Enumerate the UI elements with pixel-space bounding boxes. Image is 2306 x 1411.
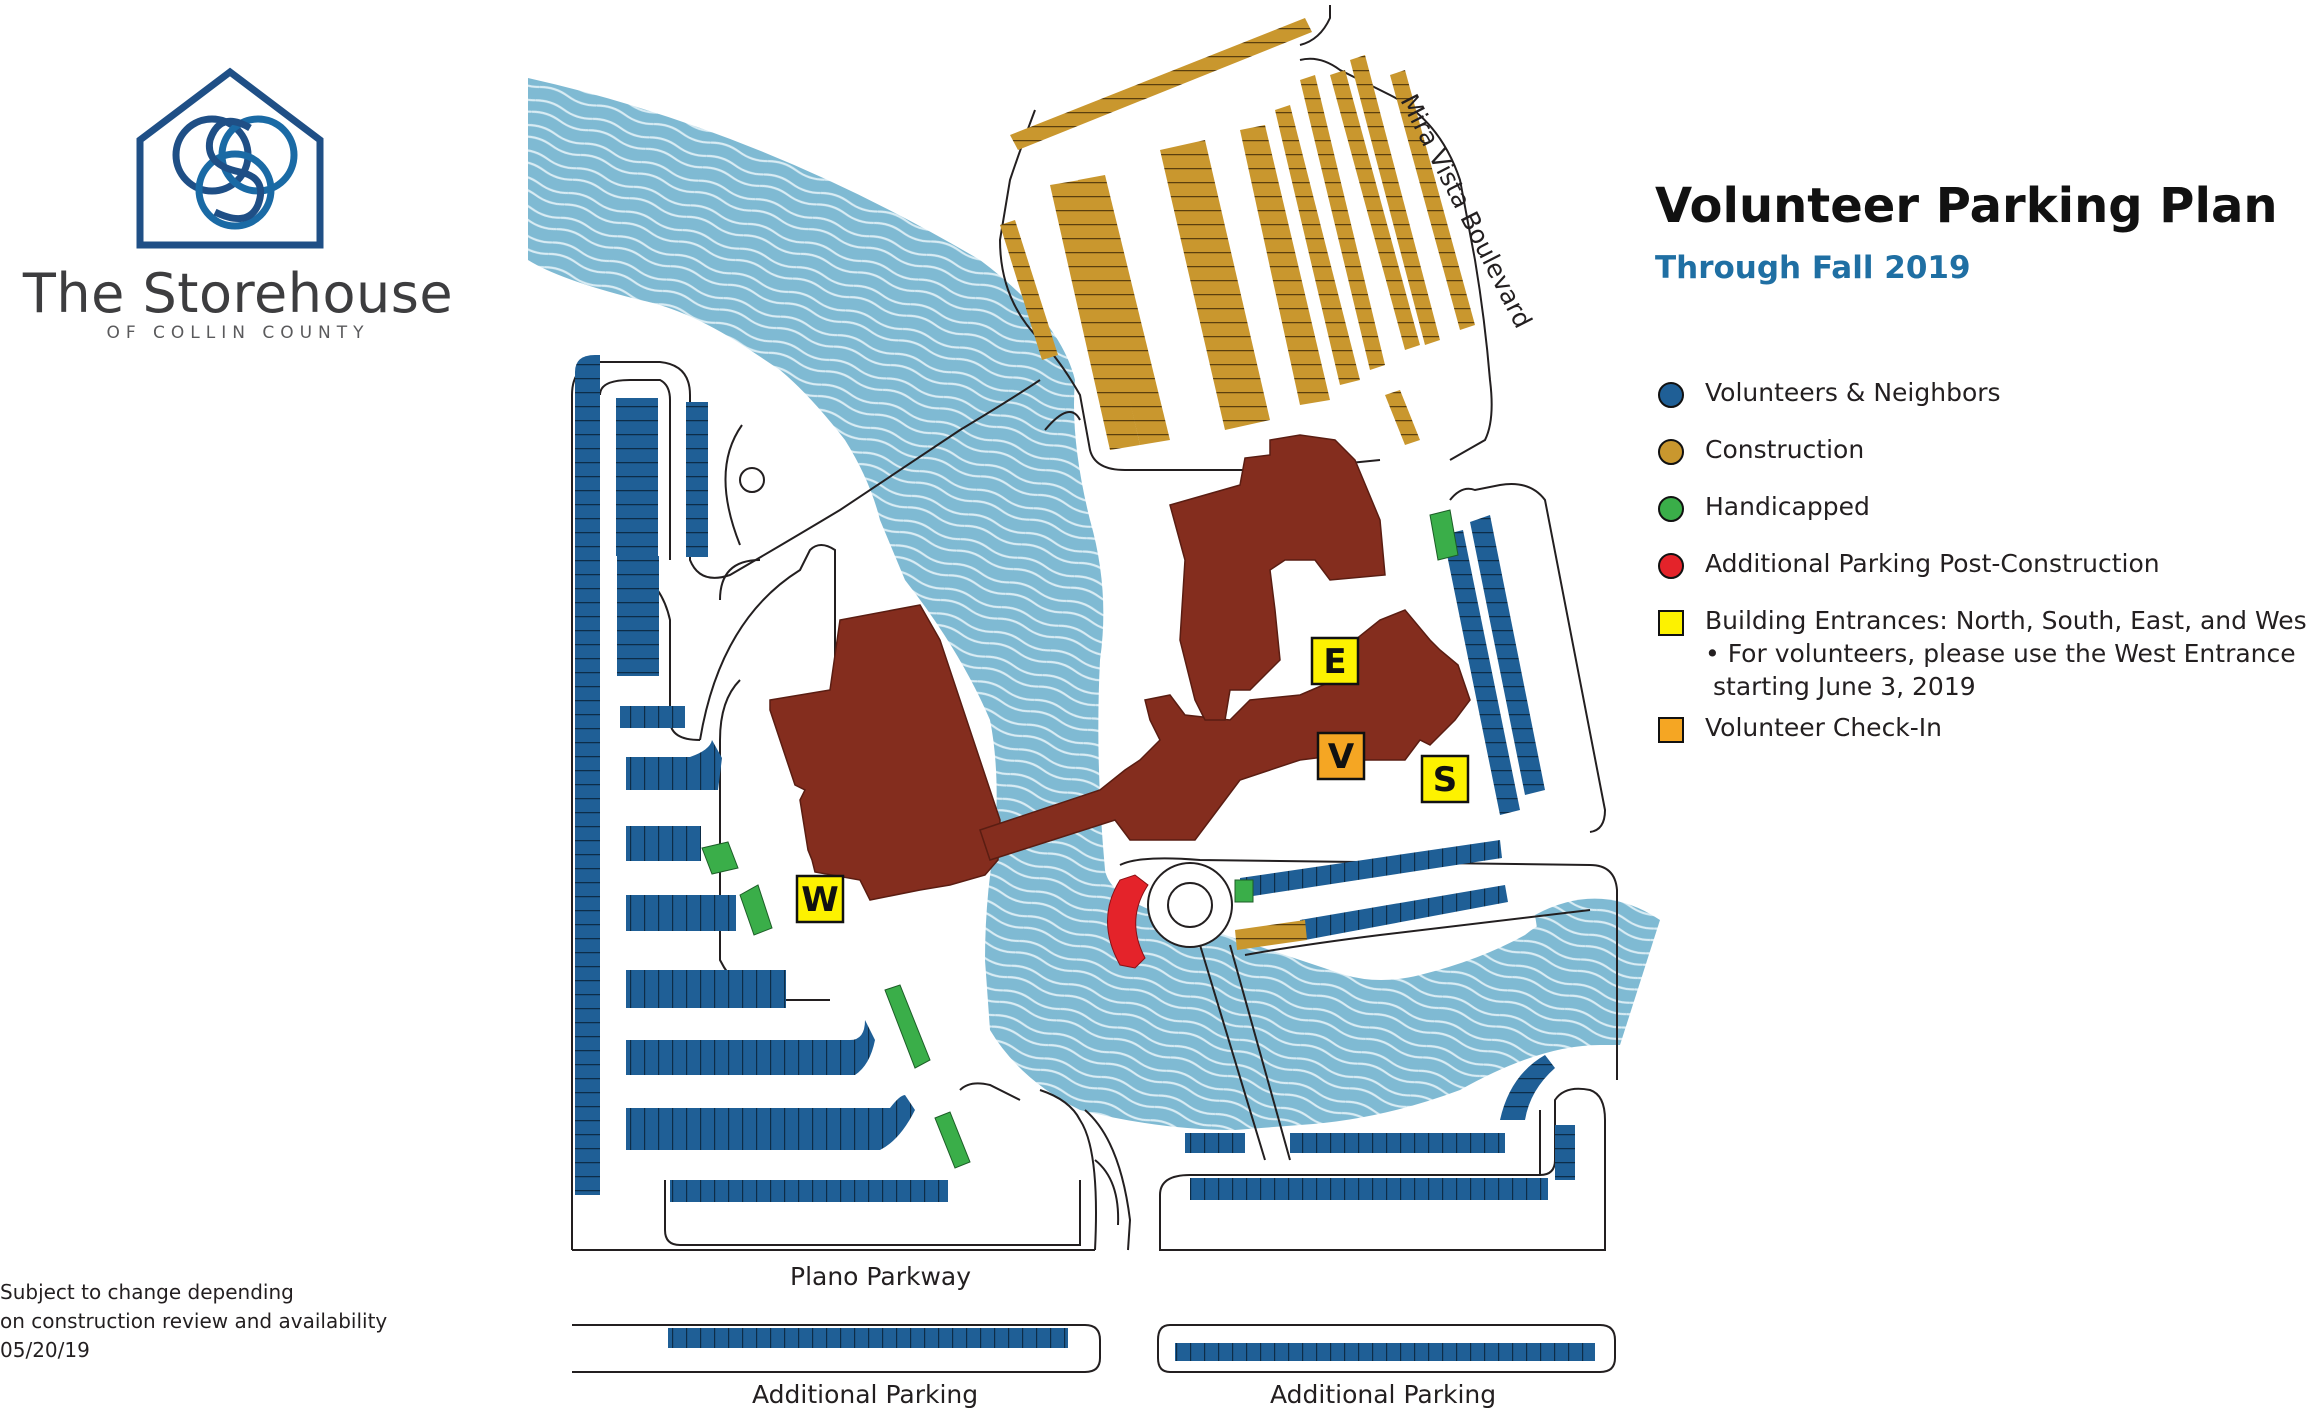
- additional-parking-right-label: Additional Parking: [1270, 1380, 1497, 1409]
- volunteer-stalls-east-1: [1443, 530, 1520, 815]
- legend-note-west-entrance: • For volunteers, please use the West En…: [1705, 639, 2296, 668]
- post-construction-parking: [1107, 874, 1149, 969]
- legend-label-post-construction: Additional Parking Post-Construction: [1705, 549, 2160, 578]
- legend-item-volunteers: Volunteers & Neighbors: [1655, 378, 2295, 412]
- volunteer-stalls-south-1: [1185, 1133, 1245, 1153]
- entrance-east-label: E: [1323, 642, 1346, 682]
- volunteer-checkin-marker: V: [1316, 731, 1366, 781]
- water-features: [528, 78, 1660, 1130]
- legend-label-checkin: Volunteer Check-In: [1705, 713, 1943, 742]
- legend-label-construction: Construction: [1705, 435, 1865, 464]
- plano-parkway-label: Plano Parkway: [790, 1262, 972, 1291]
- volunteer-stalls-row-6: [626, 1020, 875, 1075]
- volunteer-stalls-row-7: [626, 1095, 915, 1150]
- entrance-south-label: S: [1433, 760, 1458, 800]
- footnote-date: 05/20/19: [0, 1338, 90, 1362]
- entrance-south-marker: S: [1420, 754, 1470, 804]
- volunteer-parking: [575, 355, 1595, 1361]
- additional-parking-left-label: Additional Parking: [752, 1380, 979, 1409]
- legend-label-entrances: Building Entrances: North, South, East, …: [1705, 606, 2306, 635]
- volunteer-stalls-east-2: [1470, 515, 1545, 795]
- page-title: Volunteer Parking Plan: [1655, 178, 2278, 234]
- entrance-west-marker: W: [795, 874, 845, 924]
- volunteer-stalls-row-2: [626, 740, 722, 790]
- legend-swatch-entrances: [1658, 610, 1684, 636]
- volunteer-stalls-row-3: [626, 826, 701, 861]
- legend-item-entrances: Building Entrances: North, South, East, …: [1655, 606, 2306, 701]
- legend-item-post-construction: Additional Parking Post-Construction: [1655, 549, 2295, 583]
- volunteer-stalls-row-1: [620, 706, 685, 728]
- storehouse-logo: [136, 67, 324, 249]
- footnote-line-1: Subject to change depending: [0, 1280, 294, 1304]
- volunteer-stalls-west-2: [686, 402, 708, 557]
- legend-swatch-checkin: [1658, 717, 1684, 743]
- volunteer-stalls-south-3: [1190, 1178, 1548, 1200]
- volunteer-stalls-row-4: [626, 895, 736, 931]
- construction-parking: [1000, 18, 1475, 950]
- legend-item-construction: Construction: [1655, 435, 2295, 469]
- buildings: [769, 434, 1471, 901]
- legend-note-start-date: starting June 3, 2019: [1713, 672, 1976, 701]
- volunteer-stalls-south-2: [1290, 1133, 1505, 1153]
- legend-swatch-post-construction: [1658, 553, 1684, 579]
- legend-item-checkin: Volunteer Check-In: [1655, 713, 2295, 747]
- brand-subtitle: OF COLLIN COUNTY: [106, 323, 370, 343]
- legend: Volunteers & Neighbors Construction Hand…: [1655, 378, 2306, 770]
- volunteer-stalls-west-3: [617, 556, 659, 676]
- handicapped-parking: [701, 509, 1459, 1169]
- page-subtitle: Through Fall 2019: [1655, 250, 1971, 286]
- legend-swatch-volunteers: [1658, 382, 1684, 408]
- volunteer-stalls-additional-left: [668, 1328, 1068, 1348]
- volunteer-stalls-row-5: [626, 970, 786, 1008]
- volunteer-stalls-additional-right: [1175, 1343, 1595, 1361]
- lot-outlines: [571, 5, 1618, 1373]
- volunteer-stalls-curve: [1500, 1055, 1555, 1120]
- volunteer-stalls-west-edge: [575, 355, 600, 1195]
- legend-swatch-construction: [1658, 439, 1684, 465]
- volunteer-stalls-east-row-2: [1300, 885, 1508, 940]
- footnote-line-2: on construction review and availability: [0, 1309, 388, 1333]
- footnote: Subject to change depending on construct…: [0, 1280, 460, 1370]
- volunteer-checkin-label: V: [1328, 737, 1355, 777]
- brand-name: The Storehouse: [22, 262, 454, 325]
- legend-label-volunteers: Volunteers & Neighbors: [1705, 378, 2001, 407]
- legend-label-handicapped: Handicapped: [1705, 492, 1870, 521]
- entrance-east-marker: E: [1310, 636, 1360, 686]
- legend-item-handicapped: Handicapped: [1655, 492, 2295, 526]
- legend-swatch-handicapped: [1658, 496, 1684, 522]
- volunteer-stalls-east-row-1: [1240, 840, 1502, 898]
- volunteer-stalls-south-west: [670, 1180, 948, 1202]
- volunteer-stalls-south-4: [1555, 1125, 1575, 1180]
- entrance-west-label: W: [801, 880, 839, 920]
